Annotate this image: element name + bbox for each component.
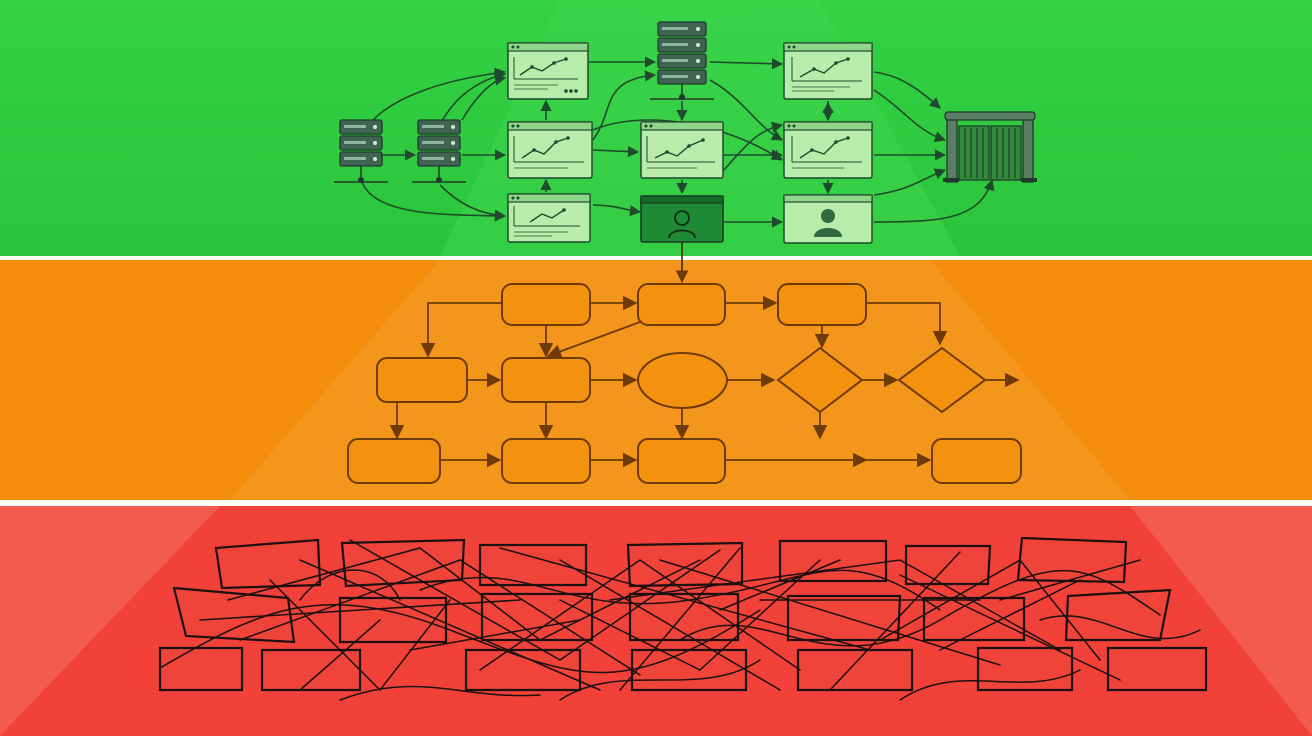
- tangled-box: [158, 646, 244, 692]
- decision-node: [897, 346, 987, 414]
- process-node: [777, 283, 867, 326]
- tangled-box: [976, 646, 1074, 692]
- user-icon: [640, 195, 724, 243]
- terminal-node: [636, 351, 729, 410]
- dashboard-icon: [783, 121, 873, 179]
- process-node: [931, 438, 1022, 484]
- server-icon: [650, 21, 714, 100]
- tangled-box: [214, 538, 322, 590]
- dashboard-icon: [507, 42, 589, 100]
- process-node: [376, 357, 468, 403]
- tangled-box: [922, 596, 1026, 642]
- separator-bottom: [0, 500, 1312, 506]
- dashboard-icon: [783, 42, 873, 100]
- server-icon: [412, 119, 466, 183]
- user-icon: [783, 194, 873, 244]
- flowchart-connectors: [389, 295, 1020, 468]
- process-node: [501, 438, 591, 484]
- separator-top: [0, 256, 1312, 260]
- tangled-box: [478, 543, 588, 587]
- green-connectors: [361, 56, 995, 284]
- process-node: [501, 283, 591, 326]
- tangled-lines: [159, 539, 1201, 701]
- process-node: [501, 357, 591, 403]
- process-node: [347, 438, 441, 484]
- process-node: [637, 438, 726, 484]
- tangled-box: [260, 648, 362, 692]
- tangled-box: [786, 594, 902, 642]
- tangled-box: [1064, 588, 1172, 642]
- gate-icon: [943, 111, 1037, 183]
- process-node: [637, 283, 726, 326]
- tangled-box: [778, 539, 888, 583]
- tangled-box: [338, 596, 448, 644]
- decision-node: [776, 346, 864, 414]
- tangled-box: [1106, 646, 1208, 692]
- server-icon: [334, 119, 388, 183]
- dashboard-icon: [507, 193, 591, 243]
- dashboard-icon: [640, 121, 724, 179]
- flowchart-nodes: [347, 283, 1022, 484]
- tangled-box: [340, 538, 466, 588]
- dashboard-icon: [507, 121, 593, 179]
- tangled-box: [796, 648, 914, 692]
